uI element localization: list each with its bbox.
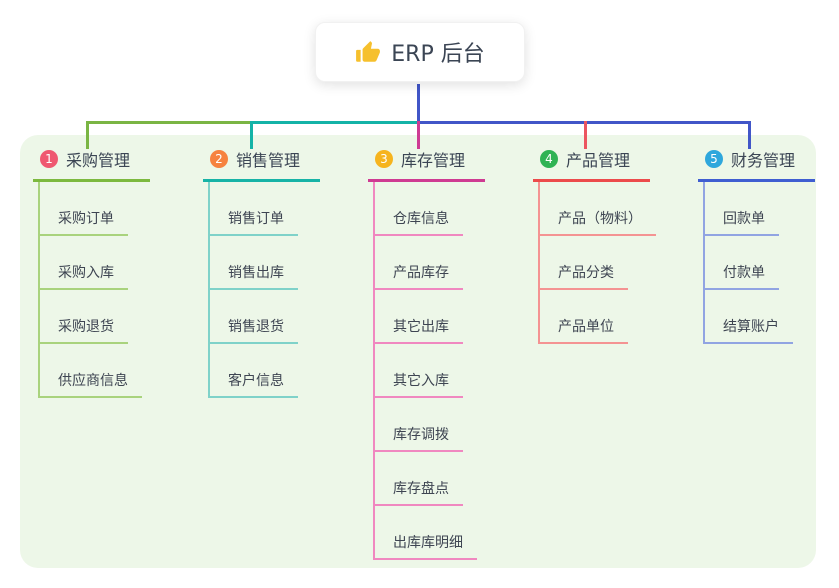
child-label[interactable]: 采购退货 xyxy=(40,316,128,344)
child-node: 产品（物料） xyxy=(540,182,656,236)
drop-line-branch-3 xyxy=(417,121,420,149)
child-node: 其它入库 xyxy=(375,344,485,398)
child-node: 仓库信息 xyxy=(375,182,485,236)
branches-panel xyxy=(20,135,816,568)
child-label[interactable]: 出库库明细 xyxy=(375,532,477,560)
child-node: 供应商信息 xyxy=(40,344,150,398)
branch-title-product[interactable]: 4 产品管理 xyxy=(533,145,651,182)
branch-purchase: 1 采购管理 采购订单 采购入库 采购退货 供应商信息 xyxy=(33,145,151,398)
child-node: 产品分类 xyxy=(540,236,656,290)
child-node: 库存盘点 xyxy=(375,452,485,506)
drop-line-branch-5 xyxy=(748,121,751,149)
root-node[interactable]: ERP 后台 xyxy=(315,22,525,82)
branch-label: 采购管理 xyxy=(66,151,131,170)
connector-teal-line xyxy=(252,121,419,124)
child-label[interactable]: 销售订单 xyxy=(210,208,298,236)
branch-title-sales[interactable]: 2 销售管理 xyxy=(203,145,321,182)
branch-finance: 5 财务管理 回款单 付款单 结算账户 xyxy=(698,145,816,344)
child-label[interactable]: 客户信息 xyxy=(210,370,298,398)
child-label[interactable]: 供应商信息 xyxy=(40,370,142,398)
child-label[interactable]: 其它入库 xyxy=(375,370,463,398)
child-node: 出库库明细 xyxy=(375,506,485,560)
child-label[interactable]: 付款单 xyxy=(705,262,779,290)
branch-badge: 1 xyxy=(40,150,58,168)
child-label[interactable]: 结算账户 xyxy=(705,316,793,344)
child-node: 付款单 xyxy=(705,236,815,290)
child-node: 库存调拨 xyxy=(375,398,485,452)
child-node: 其它出库 xyxy=(375,290,485,344)
child-label[interactable]: 销售退货 xyxy=(210,316,298,344)
branch-inventory: 3 库存管理 仓库信息 产品库存 其它出库 其它入库 库存调拨 库存盘点 出库库… xyxy=(368,145,486,560)
child-node: 采购退货 xyxy=(40,290,150,344)
child-label[interactable]: 采购入库 xyxy=(40,262,128,290)
branch-badge: 4 xyxy=(540,150,558,168)
connector-green-line xyxy=(86,121,252,124)
child-label[interactable]: 产品分类 xyxy=(540,262,628,290)
thumbs-up-icon xyxy=(355,39,381,65)
child-label[interactable]: 产品（物料） xyxy=(540,208,656,236)
drop-line-branch-1 xyxy=(86,121,89,149)
branch-children: 销售订单 销售出库 销售退货 客户信息 xyxy=(208,182,320,398)
branch-badge: 3 xyxy=(375,150,393,168)
child-label[interactable]: 采购订单 xyxy=(40,208,128,236)
branch-label: 销售管理 xyxy=(236,151,301,170)
branch-children: 仓库信息 产品库存 其它出库 其它入库 库存调拨 库存盘点 出库库明细 xyxy=(373,182,485,560)
drop-line-branch-2 xyxy=(250,121,253,149)
child-label[interactable]: 回款单 xyxy=(705,208,779,236)
child-node: 产品库存 xyxy=(375,236,485,290)
branch-label: 产品管理 xyxy=(566,151,631,170)
branch-badge: 5 xyxy=(705,150,723,168)
child-label[interactable]: 销售出库 xyxy=(210,262,298,290)
child-label[interactable]: 仓库信息 xyxy=(375,208,463,236)
branch-title-finance[interactable]: 5 财务管理 xyxy=(698,145,816,182)
child-node: 客户信息 xyxy=(210,344,320,398)
branch-label: 财务管理 xyxy=(731,151,796,170)
branch-children: 采购订单 采购入库 采购退货 供应商信息 xyxy=(38,182,150,398)
branch-product: 4 产品管理 产品（物料） 产品分类 产品单位 xyxy=(533,145,656,344)
child-label[interactable]: 产品单位 xyxy=(540,316,628,344)
branch-badge: 2 xyxy=(210,150,228,168)
child-label[interactable]: 库存盘点 xyxy=(375,478,463,506)
branch-title-purchase[interactable]: 1 采购管理 xyxy=(33,145,151,182)
child-node: 产品单位 xyxy=(540,290,656,344)
child-node: 销售出库 xyxy=(210,236,320,290)
drop-line-branch-4 xyxy=(584,121,587,149)
child-label[interactable]: 产品库存 xyxy=(375,262,463,290)
child-label[interactable]: 其它出库 xyxy=(375,316,463,344)
branch-children: 产品（物料） 产品分类 产品单位 xyxy=(538,182,656,344)
child-node: 回款单 xyxy=(705,182,815,236)
branch-title-inventory[interactable]: 3 库存管理 xyxy=(368,145,486,182)
branch-label: 库存管理 xyxy=(401,151,466,170)
branch-sales: 2 销售管理 销售订单 销售出库 销售退货 客户信息 xyxy=(203,145,321,398)
child-node: 结算账户 xyxy=(705,290,815,344)
branch-children: 回款单 付款单 结算账户 xyxy=(703,182,815,344)
child-node: 采购入库 xyxy=(40,236,150,290)
child-node: 采购订单 xyxy=(40,182,150,236)
child-node: 销售退货 xyxy=(210,290,320,344)
child-node: 销售订单 xyxy=(210,182,320,236)
child-label[interactable]: 库存调拨 xyxy=(375,424,463,452)
root-connector-line xyxy=(417,84,420,123)
root-title: ERP 后台 xyxy=(391,42,485,67)
